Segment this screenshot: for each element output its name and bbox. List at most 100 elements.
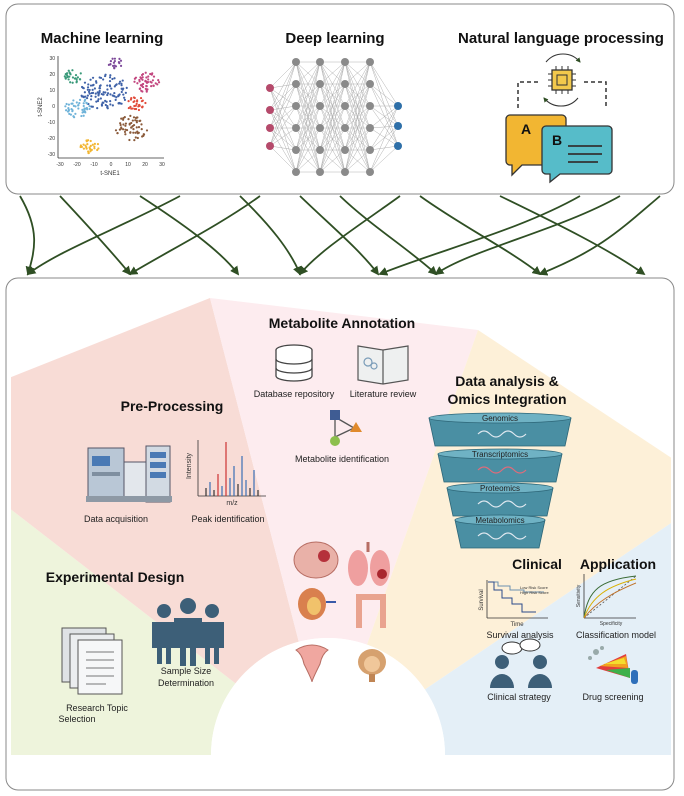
tsne-point bbox=[144, 71, 147, 74]
nn-node bbox=[266, 142, 274, 150]
tsne-point bbox=[111, 104, 114, 107]
tsne-point bbox=[147, 75, 150, 78]
tsne-point bbox=[64, 105, 67, 108]
tsne-point bbox=[111, 57, 114, 60]
tsne-point bbox=[66, 110, 70, 113]
tsne-point bbox=[119, 59, 123, 62]
tsne-point bbox=[135, 102, 138, 106]
tsne-point bbox=[104, 73, 107, 76]
tsne-point bbox=[90, 105, 93, 108]
tsne-point bbox=[121, 79, 124, 82]
sample-label-1: Sample Size bbox=[161, 666, 212, 676]
tsne-point bbox=[75, 78, 78, 81]
tsne-point bbox=[79, 78, 82, 81]
nn-node bbox=[366, 168, 374, 176]
tsne-point bbox=[93, 142, 97, 145]
tsne-point bbox=[104, 91, 107, 94]
tsne-point bbox=[97, 98, 100, 101]
tsne-point bbox=[67, 69, 70, 72]
drug-label: Drug screening bbox=[582, 692, 643, 702]
tsne-point bbox=[98, 89, 101, 93]
classification-label: Classification model bbox=[576, 630, 656, 640]
tsne-point bbox=[141, 135, 144, 138]
omics-layer-label: Proteomics bbox=[480, 484, 520, 493]
nn-node bbox=[292, 80, 300, 88]
nn-node bbox=[316, 102, 324, 110]
tsne-point bbox=[133, 77, 136, 80]
omics-layer-label: Genomics bbox=[482, 414, 518, 423]
tsne-point bbox=[138, 78, 141, 82]
documents-icon bbox=[61, 627, 123, 695]
tsne-point bbox=[123, 98, 127, 101]
tsne-point bbox=[96, 91, 99, 94]
tsne-point bbox=[94, 80, 98, 83]
nlp-title: Natural language processing bbox=[458, 30, 664, 47]
tsne-point bbox=[133, 80, 136, 83]
tsne-point bbox=[130, 107, 133, 110]
omics-layer-label: Transcriptomics bbox=[472, 450, 528, 459]
tsne-point bbox=[83, 91, 86, 94]
tsne-point bbox=[138, 104, 141, 107]
spectrum-plot: Intensity m/z bbox=[186, 440, 266, 507]
tsne-x-tick: 20 bbox=[142, 162, 148, 168]
tsne-point bbox=[135, 126, 138, 129]
tsne-point bbox=[82, 102, 85, 105]
tsne-point bbox=[135, 100, 139, 103]
tsne-point bbox=[132, 100, 135, 104]
tsne-point bbox=[133, 139, 136, 142]
tsne-point bbox=[94, 95, 97, 98]
tsne-point bbox=[82, 147, 85, 150]
tsne-point bbox=[85, 139, 88, 142]
tsne-point bbox=[125, 86, 128, 89]
omics-funnel: GenomicsTranscriptomicsProteomicsMetabol… bbox=[428, 412, 572, 549]
tsne-point bbox=[69, 81, 72, 84]
tsne-point bbox=[146, 88, 149, 91]
analysis-title-2: Omics Integration bbox=[447, 391, 566, 407]
tsne-point bbox=[136, 136, 139, 140]
tsne-point bbox=[149, 80, 152, 83]
tsne-point bbox=[116, 132, 119, 135]
tsne-point bbox=[77, 104, 80, 107]
tsne-point bbox=[67, 78, 70, 81]
tsne-point bbox=[139, 96, 143, 100]
nn-node bbox=[266, 124, 274, 132]
tsne-point bbox=[109, 93, 112, 96]
tsne-point bbox=[86, 143, 89, 146]
tsne-point bbox=[106, 88, 109, 91]
tsne-point bbox=[119, 123, 122, 127]
book-icon bbox=[357, 345, 409, 385]
tsne-point bbox=[132, 127, 135, 131]
tsne-point bbox=[140, 73, 144, 77]
nn-node bbox=[316, 124, 324, 132]
identification-label: Metabolite identification bbox=[295, 454, 389, 464]
tsne-point bbox=[75, 80, 78, 83]
svg-text:Low Risk Score: Low Risk Score bbox=[520, 585, 549, 590]
tsne-point bbox=[113, 91, 116, 95]
organ-hub bbox=[211, 638, 445, 755]
tsne-point bbox=[136, 82, 139, 85]
tsne-point bbox=[104, 103, 107, 107]
nn-node bbox=[292, 124, 300, 132]
topic-label-2: Selection bbox=[58, 714, 95, 724]
tsne-point bbox=[96, 107, 99, 110]
tsne-point bbox=[66, 75, 69, 78]
tsne-point bbox=[139, 76, 142, 79]
tsne-point bbox=[134, 116, 138, 120]
nn-node bbox=[341, 146, 349, 154]
tsne-point bbox=[140, 84, 143, 87]
tsne-point bbox=[117, 94, 120, 97]
tsne-point bbox=[124, 128, 127, 131]
tsne-point bbox=[68, 112, 71, 115]
tsne-point bbox=[79, 72, 82, 75]
tsne-point bbox=[142, 133, 146, 136]
tsne-point bbox=[137, 108, 141, 112]
tsne-point bbox=[89, 139, 92, 143]
svg-text:Intensity: Intensity bbox=[186, 452, 193, 479]
tsne-point bbox=[108, 84, 111, 87]
preprocessing-title: Pre-Processing bbox=[121, 398, 224, 414]
tsne-point bbox=[114, 65, 118, 68]
tsne-point bbox=[111, 77, 114, 81]
tsne-point bbox=[88, 92, 91, 95]
tsne-point bbox=[88, 105, 91, 108]
